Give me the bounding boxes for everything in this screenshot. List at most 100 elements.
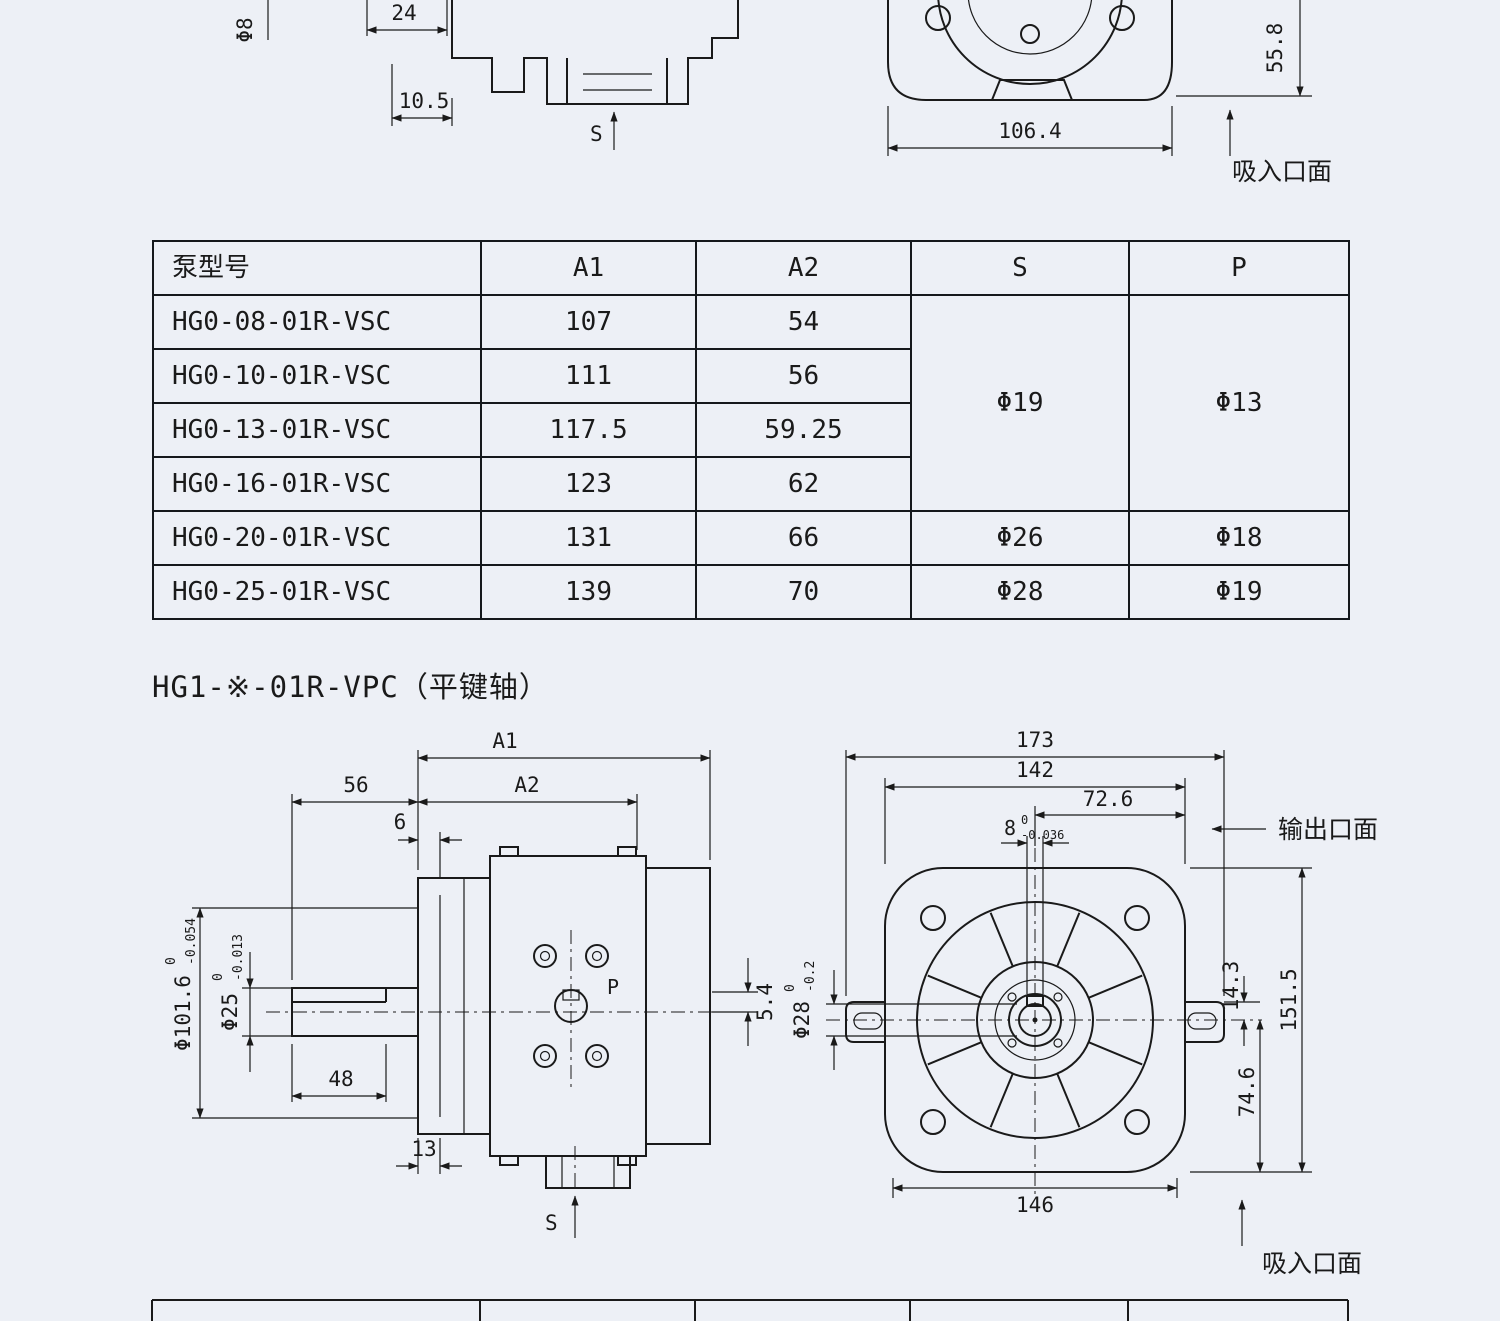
dim-74-6: 74.6 [1235,1019,1264,1173]
outlet-face-callout: 输出口面 [1211,815,1378,844]
dim-body-dia: Φ101.6 0 -0.054 [164,907,418,1119]
dim-a1: A1 [417,729,711,870]
port-s-callout-top: S [590,111,618,150]
dim-phi8-label: Φ8 [233,17,257,42]
dim-bore-28: Φ28 0 -0.2 [783,961,1017,1070]
dim-56-label: 56 [343,773,368,797]
dim-bore-tol-hi: 0 [783,984,798,992]
dim-151-5: 151.5 [1190,867,1312,1173]
dim-142-label: 142 [1016,758,1054,782]
outlet-face-label: 输出口面 [1278,815,1378,844]
cell-a1: 139 [480,564,697,620]
header-a2: A2 [695,240,912,296]
cell-model: HG0-25-01R-VSC [152,564,482,620]
cell-model: HG0-08-01R-VSC [152,294,482,350]
dim-a1-label: A1 [492,729,517,753]
table-row: HG0-08-01R-VSC 107 54 Φ19 Φ13 [152,294,1350,512]
cell-model: HG0-20-01R-VSC [152,510,482,566]
cell-model: HG0-16-01R-VSC [152,456,482,512]
dim-56: 56 [291,773,419,980]
dim-151-5-label: 151.5 [1277,968,1301,1031]
cell-s: Φ26 [910,510,1130,566]
dim-5-4: 5.4 [712,958,777,1046]
dim-shaft-dia: Φ25 0 -0.013 [211,934,292,1072]
cell-a1: 131 [480,510,697,566]
dim-72-6-label: 72.6 [1083,787,1134,811]
dim-5-4-label: 5.4 [753,983,777,1021]
dim-142: 142 [884,758,1186,864]
dim-55-8: 55.8 [1176,0,1312,97]
dim-55-8-label: 55.8 [1263,23,1287,74]
cell-a1: 111 [480,348,697,404]
cell-p-merged: Φ13 [1128,294,1350,512]
cell-s-merged: Φ19 [910,294,1130,512]
dim-14-3: 14.3 [1219,961,1260,1046]
dim-keyway-base: 8 [1004,816,1016,840]
port-s-label-bottom: S [545,1211,558,1235]
dim-bore-base: Φ28 [790,1001,814,1039]
cell-p: Φ18 [1128,510,1350,566]
dim-shaft-dia-tol-hi: 0 [211,973,226,981]
dim-74-6-label: 74.6 [1235,1067,1259,1118]
dim-13-label: 13 [411,1137,436,1161]
cell-a1: 123 [480,456,697,512]
dim-24-label: 24 [391,1,416,25]
suction-face-callout-top: 吸入口面 [1226,109,1332,186]
table-row: HG0-10-01R-VSC 111 56 [152,348,1349,404]
dim-173: 173 [845,728,1225,996]
dim-146: 146 [892,1178,1178,1217]
port-p-label: P [607,975,619,999]
header-s: S [910,240,1130,296]
port-s-label: S [590,122,603,146]
dim-body-dia-tol-hi: 0 [164,957,179,965]
dim-106-4: 106.4 [887,106,1173,156]
dim-body-dia-base: Φ101.6 [171,975,195,1051]
cell-model: HG0-13-01R-VSC [152,402,482,458]
top-right-drawing-fragment: 106.4 55.8 吸入口面 [887,0,1332,186]
dim-6-label: 6 [394,810,407,834]
cell-a2: 56 [695,348,912,404]
pump-spec-table: 泵型号 A1 A2 S P HG0-08-01R-VSC 107 54 Φ19 … [152,240,1350,620]
side-view-drawing: A1 56 A2 6 [164,729,777,1238]
dim-48: 48 [291,1044,387,1102]
dim-bore-tol-lo: -0.2 [803,961,818,992]
dim-shaft-dia-tol-lo: -0.013 [231,934,246,981]
section-title: HG1-※-01R-VPC（平键轴） [152,670,549,704]
dim-48-label: 48 [328,1067,353,1091]
table-row: HG0-13-01R-VSC 117.5 59.25 [152,402,1349,458]
dim-body-dia-tol-lo: -0.054 [184,918,199,965]
cell-a2: 66 [695,510,912,566]
cell-p: Φ19 [1128,564,1350,620]
header-a1: A1 [480,240,697,296]
dim-keyway-tol-lo: -0.036 [1021,828,1064,842]
cell-model: HG0-10-01R-VSC [152,348,482,404]
dim-72-6: 72.6 [1034,787,1186,846]
dim-10-5-label: 10.5 [399,89,450,113]
header-model: 泵型号 [152,240,482,296]
dim-10-5: 10.5 [391,64,453,126]
table-header-row: 泵型号 A1 A2 S P [152,240,1350,296]
table-row: HG0-20-01R-VSC 131 66 Φ26 Φ18 [152,510,1350,566]
dim-24: 24 [366,0,448,36]
port-p-label-group: P [607,975,619,999]
dim-146-label: 146 [1016,1193,1054,1217]
dim-a2-label: A2 [514,773,539,797]
port-s-callout-bottom: S [545,1195,579,1238]
dim-keyway-tol-hi: 0 [1021,813,1028,827]
dim-shaft-dia-base: Φ25 [218,993,242,1031]
dim-6: 6 [394,810,462,878]
dim-phi8-partial: Φ8 [233,0,269,43]
cell-a1: 107 [480,294,697,350]
cell-s: Φ28 [910,564,1130,620]
suction-face-label-top: 吸入口面 [1232,157,1332,186]
bottom-table-fragment [151,1299,1349,1321]
cell-a2: 59.25 [695,402,912,458]
cell-a2: 62 [695,456,912,512]
cell-a1: 117.5 [480,402,697,458]
dim-a2: A2 [417,773,638,850]
header-p: P [1128,240,1350,296]
cell-a2: 54 [695,294,912,350]
dim-106-4-label: 106.4 [998,119,1061,143]
